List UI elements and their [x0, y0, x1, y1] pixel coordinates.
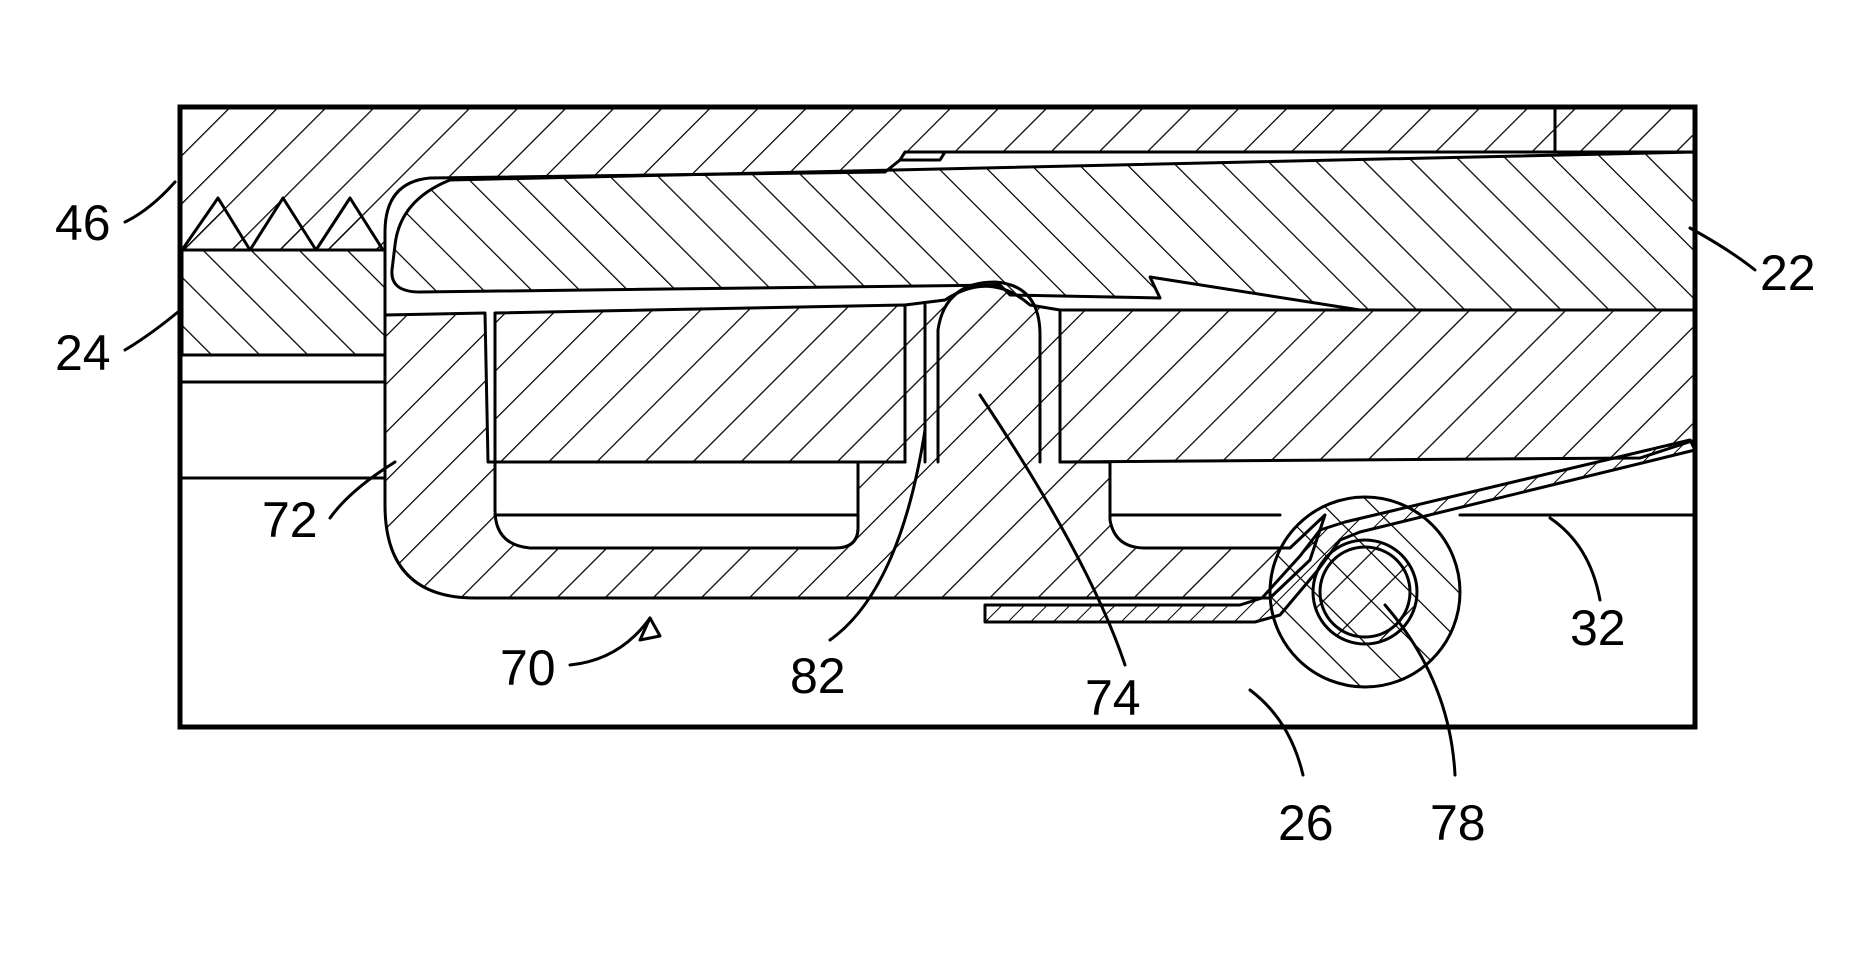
ref-label-26: 26 — [1278, 795, 1334, 851]
leader-46 — [125, 182, 175, 222]
component-22-tongue — [392, 152, 1695, 310]
leader-24 — [125, 312, 178, 350]
component-78-pivot-pin — [1313, 540, 1417, 644]
housing-teeth — [182, 198, 383, 250]
leader-26 — [1250, 690, 1303, 775]
ref-label-32: 32 — [1570, 600, 1626, 656]
leader-22 — [1690, 228, 1755, 270]
ref-label-74: 74 — [1085, 670, 1141, 726]
center-plate-right — [1060, 310, 1695, 462]
ref-label-24: 24 — [55, 325, 111, 381]
ref-label-46: 46 — [55, 195, 111, 251]
ref-label-22: 22 — [1760, 245, 1816, 301]
leader-70 — [570, 618, 650, 665]
ref-label-82: 82 — [790, 648, 846, 704]
ref-label-78: 78 — [1430, 795, 1486, 851]
center-plate-left — [495, 305, 905, 462]
ref-label-72: 72 — [262, 492, 318, 548]
ref-label-70: 70 — [500, 640, 556, 696]
component-24-block — [182, 250, 385, 355]
leader-32 — [1550, 518, 1600, 600]
